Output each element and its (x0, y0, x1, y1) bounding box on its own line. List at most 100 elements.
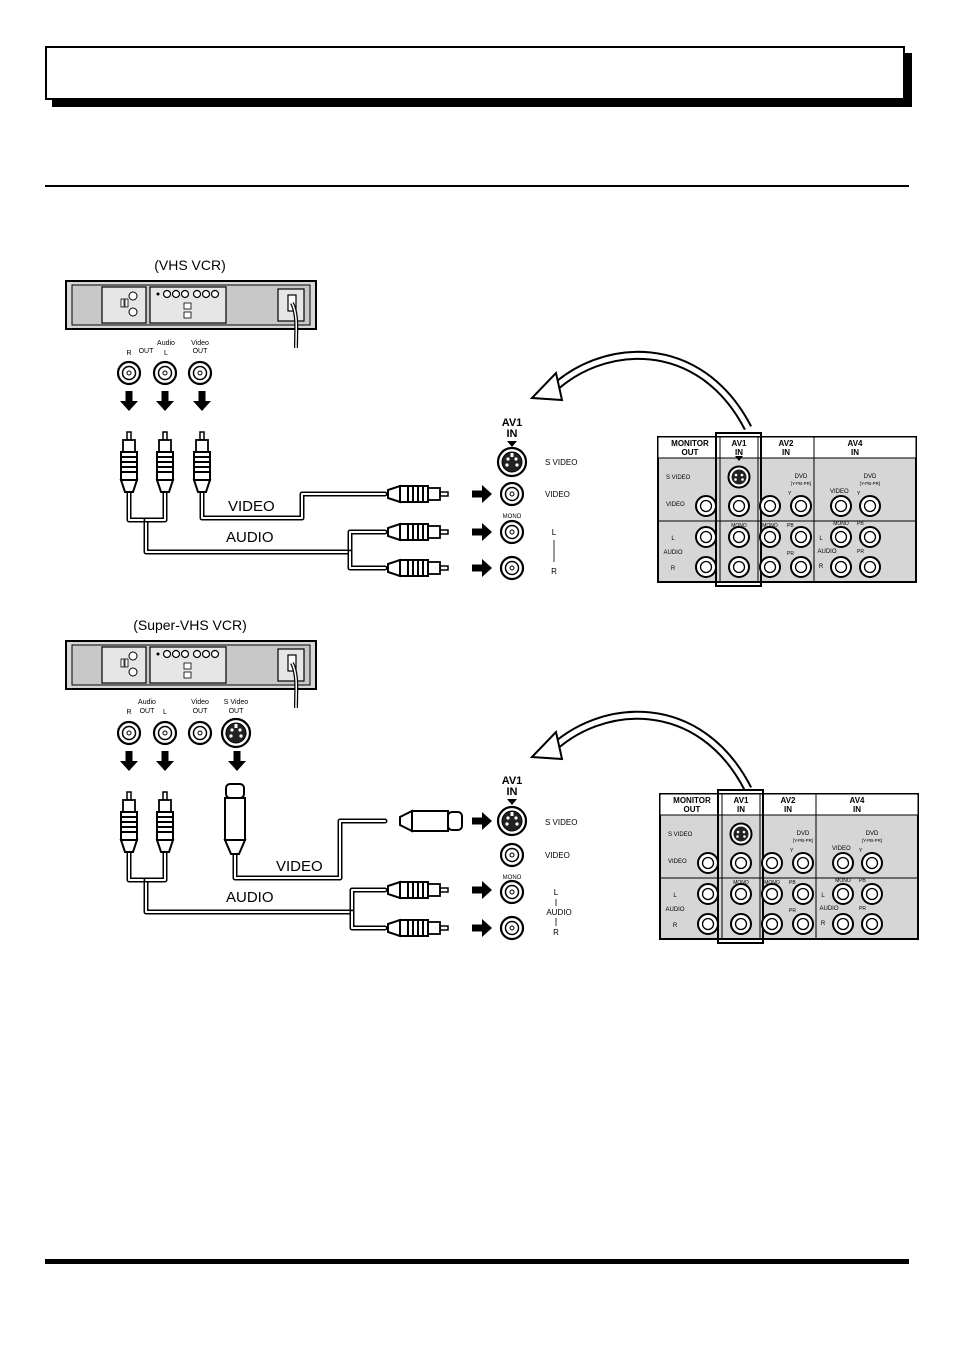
video-label: VIDEO (668, 859, 687, 865)
curved-arrow-icon (529, 370, 564, 402)
jack-s-video-out-label: OUT (229, 708, 245, 715)
dvd-sub-label: [Y-PB-PR] (862, 838, 882, 843)
monitor-audio-r-jack (697, 913, 719, 935)
av1-s-video-jack (727, 465, 751, 489)
av1-audio-r-jack (499, 555, 525, 581)
av4-pb-jack (861, 883, 883, 905)
curved-arrow-icon (529, 729, 564, 761)
dvd-sub-label: [Y-PB-PR] (860, 481, 880, 486)
dvd-label: DVD (864, 474, 877, 480)
pb-label: PB (857, 521, 864, 527)
av1-video-jack (499, 481, 525, 507)
av1-audio-l-jack (728, 526, 750, 548)
s-video-plug (399, 810, 463, 832)
audio-label: AUDIO (817, 549, 836, 555)
l-label: L (819, 536, 823, 542)
av2-label: AV2 (779, 439, 795, 448)
pb-label: PB (859, 878, 866, 884)
l-label: L (671, 536, 675, 542)
dvd-sub-label: [Y-PB-PR] (793, 838, 813, 843)
pr-label: PR (787, 551, 794, 557)
monitor-out-label: OUT (684, 805, 701, 814)
vcr-audio-r-jack (116, 720, 142, 746)
av4-pr-jack (859, 556, 881, 578)
av1-video-jack (730, 852, 752, 874)
y-label: Y (790, 848, 794, 854)
video-label: VIDEO (545, 851, 570, 860)
rca-plug (120, 791, 138, 853)
vcr-audio-l-jack (152, 720, 178, 746)
av1-label: AV1 (502, 775, 523, 787)
l-label: L (821, 893, 825, 899)
down-arrow-icon (120, 391, 138, 411)
av1-label: AV1 (734, 796, 750, 805)
jack-s-video-label: S Video (224, 699, 248, 706)
right-arrow-icon (472, 559, 492, 577)
av1-audio-r-jack (728, 556, 750, 578)
av2-pr-jack (792, 913, 814, 935)
av4-pb-jack (859, 526, 881, 548)
mono-label: MONO (503, 514, 522, 520)
y-label: Y (857, 491, 861, 497)
av1-s-video-jack (729, 822, 753, 846)
r-label: R (821, 921, 826, 927)
r-label: R (673, 923, 678, 929)
down-arrow-icon (120, 751, 138, 771)
av4-audio-l-jack (832, 883, 854, 905)
monitor-label: MONITOR (673, 796, 711, 805)
av4-video-jack (832, 852, 854, 874)
av1-label: AV1 (502, 417, 523, 429)
rca-plug (387, 523, 449, 541)
av1-audio-l-jack (730, 883, 752, 905)
tv-rear-panel: MONITOR OUT AV1 IN AV2 IN AV4 IN S VIDEO… (659, 789, 919, 944)
jack-audio-label: Audio (157, 340, 175, 347)
jack-video-label: Video (191, 699, 209, 706)
s-video-label: S VIDEO (666, 475, 691, 481)
pr-label: PR (859, 906, 866, 912)
right-arrow-icon (472, 485, 492, 503)
y-label: Y (788, 491, 792, 497)
cable-video-label: VIDEO (228, 498, 275, 515)
monitor-label: MONITOR (671, 439, 709, 448)
av1-in-label: IN (735, 448, 743, 457)
av2-audio-r-jack (761, 913, 783, 935)
in-label: IN (507, 428, 518, 440)
av2-video-jack (761, 852, 783, 874)
vcr-video-jack (187, 360, 213, 386)
jack-audio-label: Audio (138, 699, 156, 706)
av4-in-label: IN (853, 805, 861, 814)
av2-video-jack (759, 495, 781, 517)
audio-label: AUDIO (819, 906, 838, 912)
monitor-video-jack (695, 495, 717, 517)
down-arrow-icon (156, 391, 174, 411)
down-arrow-icon (193, 391, 211, 411)
av2-audio-r-jack (759, 556, 781, 578)
av1-s-video-jack (496, 446, 528, 478)
av4-pr-jack (861, 913, 883, 935)
s-video-label: S VIDEO (545, 458, 577, 467)
mono-label: MONO (731, 523, 747, 529)
r-label: R (553, 928, 559, 937)
jack-l-label: L (164, 350, 168, 357)
jack-r-label: R (126, 709, 131, 716)
section-rule-bottom (45, 1259, 909, 1264)
av2-in-label: IN (782, 448, 790, 457)
l-label: L (554, 888, 559, 897)
av4-audio-l-jack (830, 526, 852, 548)
av2-audio-l-jack (761, 883, 783, 905)
rca-plug (156, 431, 174, 493)
down-arrow-icon (156, 751, 174, 771)
mono-label: MONO (503, 875, 522, 881)
pr-label: PR (789, 908, 796, 914)
right-arrow-icon (472, 881, 492, 899)
right-arrow-icon (472, 919, 492, 937)
video-label: VIDEO (830, 489, 849, 495)
av4-audio-r-jack (832, 913, 854, 935)
audio-label: AUDIO (546, 908, 571, 917)
vcr-label: (VHS VCR) (154, 257, 226, 273)
s-video-label: S VIDEO (668, 832, 693, 838)
jack-out-label: OUT (140, 708, 156, 715)
dvd-label: DVD (866, 831, 879, 837)
header-title-box (45, 46, 905, 100)
